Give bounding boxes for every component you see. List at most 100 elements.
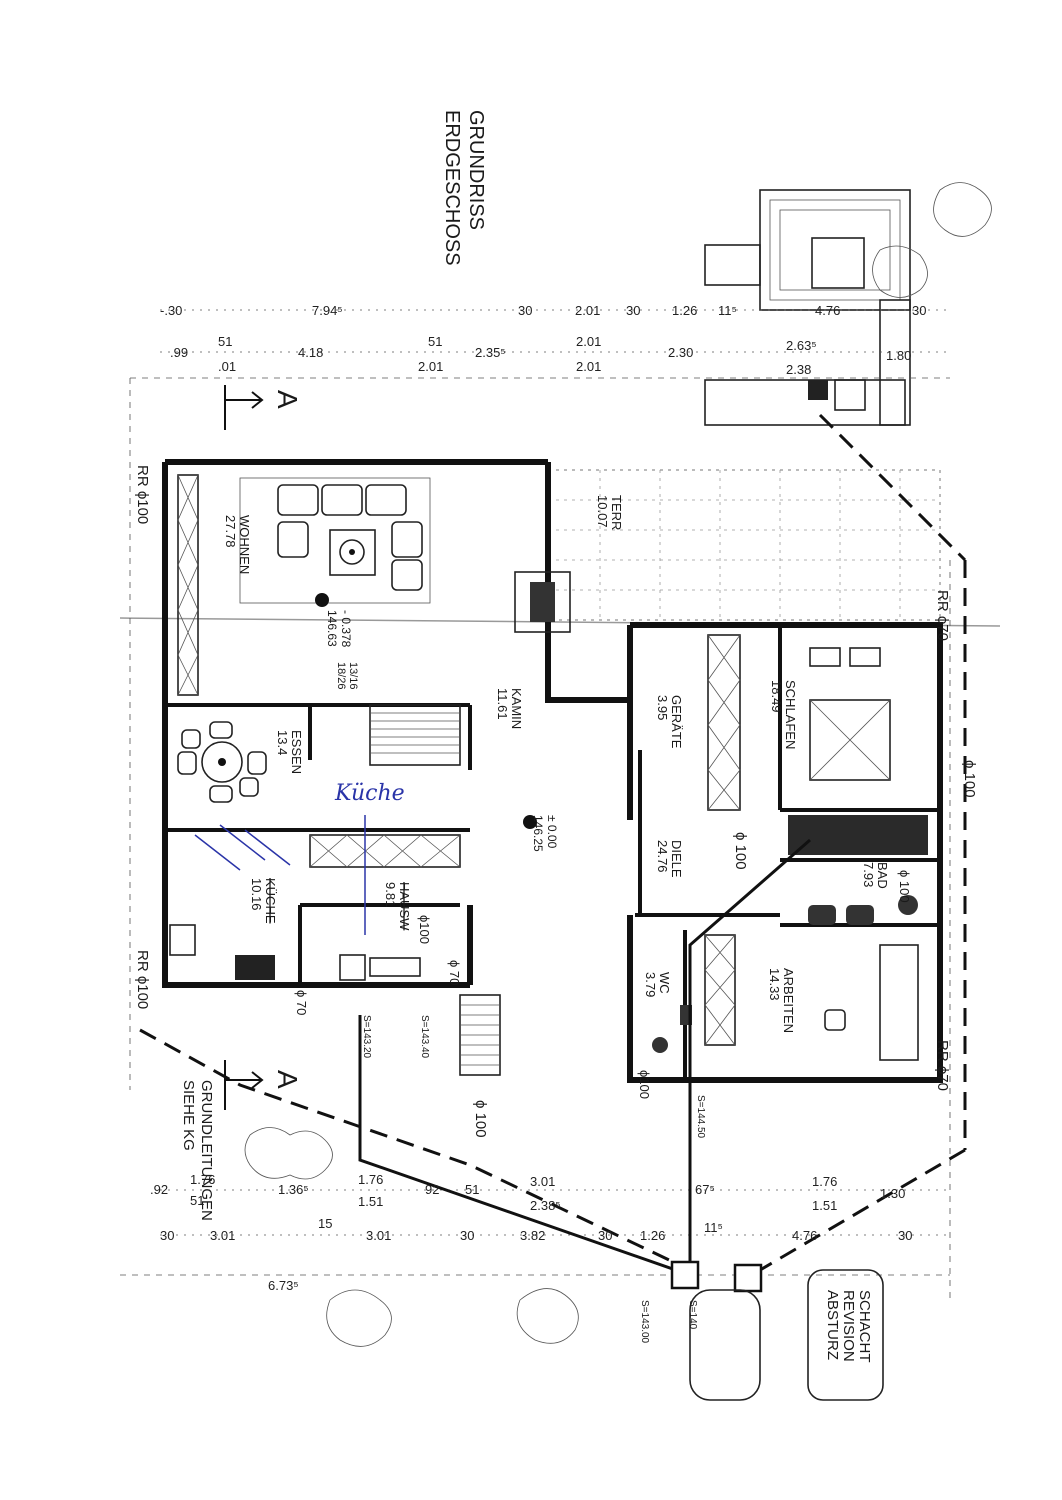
room-label-diele: DIELE 24.76 [655, 840, 684, 878]
dim-label: 2.35⁵ [475, 345, 506, 360]
handwritten-strokes [194, 824, 291, 871]
building-walls [162, 459, 943, 1083]
dim-label: 3.01 [210, 1228, 235, 1243]
dim-label: 2.01 [418, 359, 443, 374]
dim-label: 11⁵ [704, 1220, 723, 1235]
dim-label: 4.18 [298, 345, 323, 360]
room-label-essen: ESSEN 13.4 [275, 730, 304, 774]
built-in-cabinets [177, 474, 928, 1046]
room-name: ESSEN [289, 730, 304, 774]
pipe-label: ϕ 100 [961, 760, 978, 798]
dims-top-row1: -.30 7.94⁵ 30 2.01 30 1.26 11⁵ 4.76 30 [160, 303, 926, 318]
dim-label: 1.76 [812, 1174, 837, 1189]
dims-bottom-row3: 30 3.01 15 3.01 30 3.82 30 1.26 11⁵ 4.76… [160, 1216, 912, 1243]
dim-label: .92 [150, 1182, 168, 1197]
dims-top-row2: .99 51 4.18 51 2.35⁵ 2.01 2.30 2.63⁵ 1.8… [170, 334, 911, 363]
pipe-labels: RR ϕ100 RR ϕ100 RR ϕ70 RR ϕ70 ϕ 100 ϕ 10… [134, 465, 978, 1138]
dim-label: 6.73⁵ [268, 1278, 299, 1293]
level-center: ± 0.00 146.25 [531, 815, 559, 852]
garden-shrubs [244, 182, 992, 1347]
sewer-level: S=143.40 [419, 1015, 430, 1059]
sewer-level: S=140 [687, 1300, 698, 1330]
room-area: 18.49 [769, 680, 784, 713]
room-name: WOHNEN [237, 515, 252, 574]
section-label-top: A [272, 390, 303, 409]
room-label-kueche: KÜCHE 10.16 [249, 878, 278, 924]
dim-label: 30 [598, 1228, 612, 1243]
plan-title: GRUNDRISS ERDGESCHOSS [441, 110, 487, 266]
room-name: KÜCHE [263, 878, 278, 924]
stair-text: 13/16 [347, 662, 359, 690]
room-area: 14.33 [767, 968, 782, 1001]
dim-label: 3.01 [530, 1174, 555, 1189]
dim-label: -.30 [160, 303, 182, 318]
dim-label: 2.38⁵ [530, 1198, 561, 1213]
room-name: BAD [875, 862, 890, 889]
title-line1: GRUNDRISS [465, 110, 487, 230]
room-label-arbeiten: ARBEITEN 14.33 [767, 968, 796, 1033]
dim-label: 11⁵ [718, 303, 737, 318]
garden-steps [704, 189, 911, 426]
stair-ratio: 13/16 18/26 [335, 662, 359, 690]
pipe-label: ϕ 100 [472, 1100, 489, 1138]
dim-label: 1.30 [880, 1186, 905, 1201]
dims-top-row3: .01 2.01 2.01 2.38 [218, 359, 811, 377]
room-area: 27.78 [223, 515, 238, 548]
room-area: 7.93 [861, 862, 876, 887]
note-schacht: SCHACHT REVISION ABSTURZ [824, 1290, 873, 1363]
stairs [369, 704, 501, 1076]
room-label-geraete: GERÄTE 3.95 [655, 695, 684, 749]
room-name: HAUSW [397, 882, 412, 931]
dim-label: 51 [465, 1182, 479, 1197]
office-desk [824, 944, 919, 1061]
pipe-label: ϕ 100 [897, 870, 912, 903]
room-label-wc: WC 3.79 [643, 972, 672, 997]
dim-label: 1.80 [886, 348, 911, 363]
elevation-markers [315, 593, 537, 829]
note-line1: GRUNDLEITUNGEN [198, 1080, 215, 1221]
dim-label: 4.76 [815, 303, 840, 318]
dining-table [177, 721, 267, 803]
dim-label: 2.01 [576, 334, 601, 349]
level-text: - 0.378 [339, 610, 353, 648]
dim-label: 2.63⁵ [786, 338, 817, 353]
room-area: 10.07 [595, 495, 610, 528]
dim-label: 7.94⁵ [312, 303, 343, 318]
room-label-kamin: KAMIN 11.61 [495, 688, 524, 729]
room-name: SCHLAFEN [783, 680, 798, 749]
sewer-pipe [358, 838, 811, 1293]
pipe-label: RR ϕ100 [134, 465, 151, 524]
pipe-label: RR ϕ70 [934, 1040, 951, 1091]
sewer-level: S=144.50 [695, 1095, 706, 1139]
dim-label: 30 [160, 1228, 174, 1243]
dim-label: 92 [425, 1182, 439, 1197]
dims-bottom-row1: .92 1.76 1.36⁵ 1.76 92 51 3.01 67⁵ 1.76 … [150, 1172, 905, 1201]
dim-label: 1.26 [672, 303, 697, 318]
dim-label: 1.76 [358, 1172, 383, 1187]
pipe-label: RR ϕ100 [134, 950, 151, 1009]
dim-label: 67⁵ [695, 1182, 715, 1197]
room-label-wohnen: WOHNEN 27.78 [223, 515, 252, 574]
room-area: 3.79 [643, 972, 658, 997]
dim-label: 51 [428, 334, 442, 349]
bedroom-bed [809, 647, 891, 781]
dim-label: 4.76 [792, 1228, 817, 1243]
title-line2: ERDGESCHOSS [441, 110, 463, 266]
sewer-levels: S=143.20 S=143.40 S=144.50 S=143.00 S=14… [361, 1015, 706, 1344]
room-area: 11.61 [495, 688, 510, 720]
dim-label: 1.26 [640, 1228, 665, 1243]
room-name: TERR [609, 495, 624, 530]
room-label-hausw: HAUSW 9.81 [383, 882, 412, 931]
dim-label: 51 [190, 1193, 204, 1208]
pipe-label: ϕ100 [637, 1070, 652, 1099]
handwritten-kueche-note: Küche [334, 781, 405, 806]
note-line1: SCHACHT [856, 1290, 873, 1363]
dim-label: .01 [218, 359, 236, 374]
level-text: ± 0.00 [545, 815, 559, 849]
room-name: KAMIN [509, 688, 524, 729]
kitchen-fixtures [169, 924, 421, 981]
level-elev: 146.63 [325, 610, 339, 647]
sewer-level: S=143.00 [639, 1300, 650, 1344]
dim-label: 30 [518, 303, 532, 318]
